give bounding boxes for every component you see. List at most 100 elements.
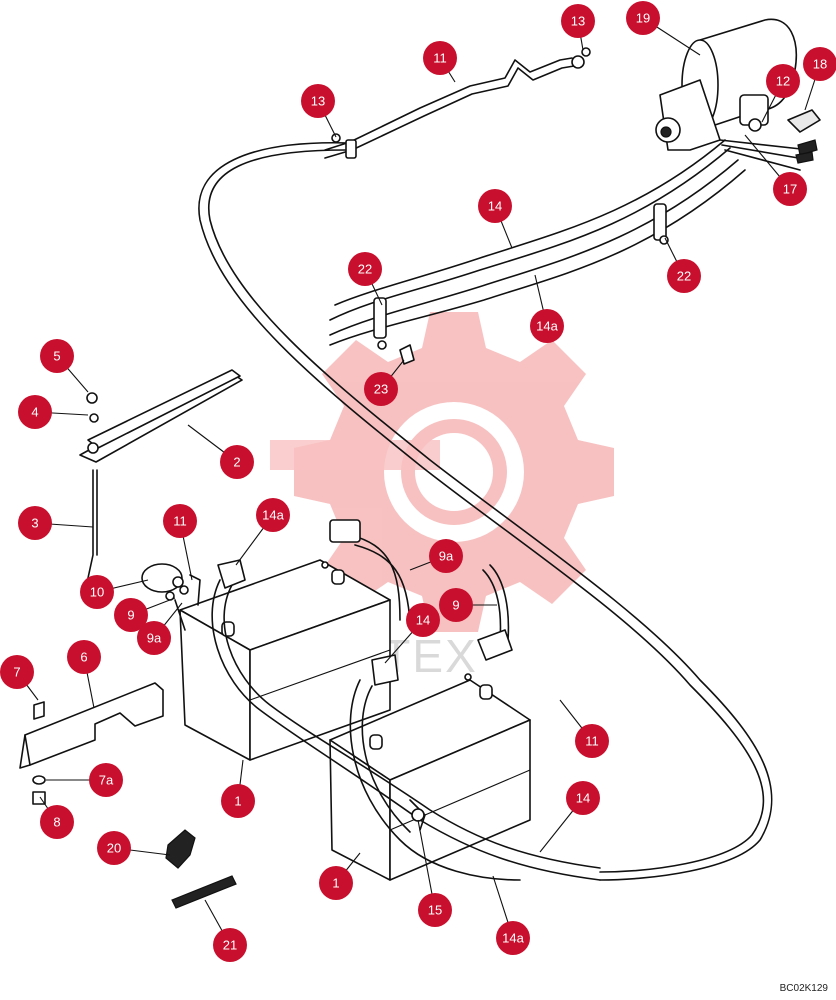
- callout-c14b: 14: [384, 603, 440, 664]
- callout-circle: [773, 172, 807, 206]
- callout-label: 13: [311, 94, 325, 109]
- callout-circle: [626, 1, 660, 35]
- callout-circle: [406, 603, 440, 637]
- callout-label: 22: [677, 269, 691, 284]
- callout-circle: [496, 921, 530, 955]
- callout-label: 21: [223, 938, 237, 953]
- callout-c7a: 7a: [46, 763, 123, 797]
- callout-label: 11: [173, 514, 187, 529]
- callout-c9a: 9: [439, 588, 497, 622]
- callout-circle: [163, 504, 197, 538]
- callout-circle: [18, 506, 52, 540]
- callout-c23: 23: [364, 359, 405, 406]
- callout-label: 5: [53, 349, 60, 364]
- callout-circle: [97, 831, 131, 865]
- callout-c2: 2: [187, 424, 254, 479]
- callout-label: 23: [374, 382, 388, 397]
- callout-circle: [418, 893, 452, 927]
- callout-label: 14a: [536, 319, 558, 334]
- loose-parts: [165, 829, 237, 909]
- callout-c17: 17: [744, 134, 807, 206]
- callout-c21: 21: [204, 899, 247, 962]
- callout-circle: [301, 84, 335, 118]
- callout-label: 1: [332, 876, 339, 891]
- callout-label: 14a: [262, 508, 284, 523]
- callout-circle: [220, 445, 254, 479]
- callout-label: 4: [31, 405, 38, 420]
- hold-down-bracket: [79, 369, 243, 579]
- callout-circle: [256, 498, 290, 532]
- callout-circle: [478, 189, 512, 223]
- callout-circle: [80, 575, 114, 609]
- callout-circle: [114, 598, 148, 632]
- callout-label: 14: [488, 199, 502, 214]
- callout-label: 14: [576, 791, 590, 806]
- callout-circle: [561, 4, 595, 38]
- callout-label: 13: [571, 14, 585, 29]
- callout-circle: [319, 866, 353, 900]
- callout-c22a: 22: [348, 252, 383, 306]
- callout-label: 11: [585, 734, 599, 749]
- callout-circle: [221, 784, 255, 818]
- callout-c22b: 22: [664, 237, 701, 293]
- callout-circle: [566, 781, 600, 815]
- callout-label: 1: [234, 794, 241, 809]
- cable-14-upper: [329, 139, 746, 365]
- callout-c14a_c: 14a: [492, 875, 530, 955]
- callout-c13b: 13: [301, 84, 337, 138]
- callout-c19: 19: [626, 1, 701, 56]
- callout-label: 15: [428, 903, 442, 918]
- battery-right: [329, 673, 531, 881]
- callout-circle: [364, 372, 398, 406]
- callout-circle: [40, 339, 74, 373]
- battery-left: [179, 559, 391, 761]
- callout-label: 10: [90, 585, 104, 600]
- callout-label: 6: [80, 650, 87, 665]
- callout-circle: [137, 621, 171, 655]
- callout-c5: 5: [40, 339, 89, 393]
- callout-circle: [40, 805, 74, 839]
- callout-c10: 10: [80, 575, 149, 609]
- callout-label: 9: [127, 608, 134, 623]
- callout-circle: [766, 64, 800, 98]
- callout-label: 9a: [147, 631, 162, 646]
- callout-circle: [530, 309, 564, 343]
- callout-c6: 6: [67, 640, 101, 709]
- callout-label: 20: [107, 841, 121, 856]
- callout-c14a_b: 14a: [235, 498, 290, 566]
- callout-c11b: 11: [163, 504, 197, 581]
- callout-circle: [667, 259, 701, 293]
- callout-label: 3: [31, 516, 38, 531]
- callout-c12: 12: [761, 64, 800, 123]
- callout-c14c: 14: [539, 781, 600, 853]
- callout-label: 9a: [439, 549, 454, 564]
- callout-c9: 9: [114, 597, 176, 632]
- callout-label: 17: [783, 182, 797, 197]
- wire-harness-11: [198, 47, 773, 881]
- callout-c1b: 1: [319, 852, 361, 900]
- callout-c20: 20: [97, 831, 171, 865]
- callout-c1a: 1: [221, 759, 255, 818]
- callout-label: 9: [452, 598, 459, 613]
- callout-c14a_a: 14a: [530, 274, 564, 343]
- callout-circle: [67, 640, 101, 674]
- callout-circle: [423, 41, 457, 75]
- callout-label: 12: [776, 74, 790, 89]
- callout-circle: [348, 252, 382, 286]
- callout-circle: [575, 724, 609, 758]
- callout-circle: [89, 763, 123, 797]
- callout-circle: [439, 588, 473, 622]
- callout-label: 14: [416, 613, 430, 628]
- cover-plate: [19, 682, 164, 805]
- callout-circle: [213, 928, 247, 962]
- callout-c13a: 13: [561, 4, 595, 51]
- callout-c7: 7: [0, 655, 39, 701]
- callout-c4: 4: [18, 395, 89, 429]
- callout-c3: 3: [18, 506, 94, 540]
- callout-c18: 18: [803, 47, 836, 111]
- callout-circle: [803, 47, 836, 81]
- callout-circle: [18, 395, 52, 429]
- callout-c11c: 11: [559, 699, 609, 758]
